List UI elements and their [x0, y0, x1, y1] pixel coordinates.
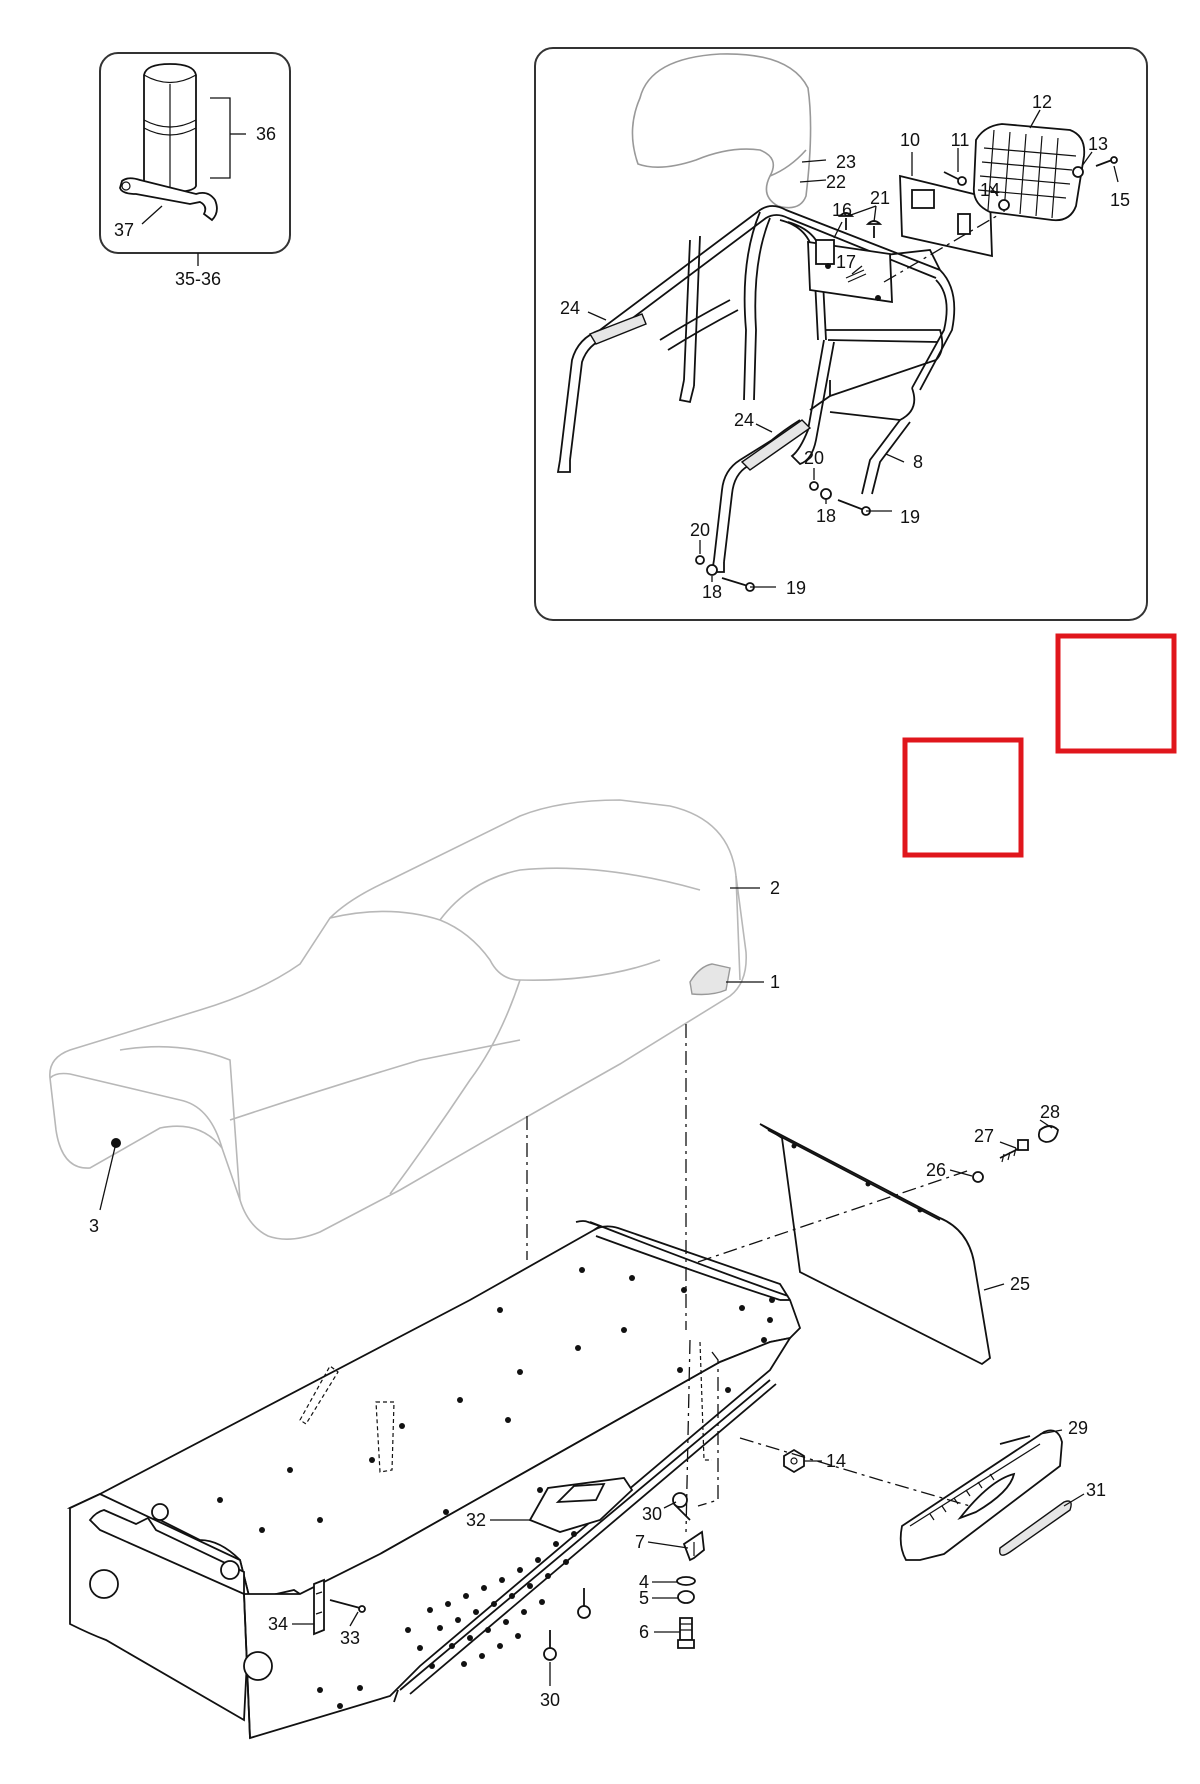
label-19-lower: 19 [786, 578, 806, 598]
label-32: 32 [466, 1510, 486, 1530]
label-34: 34 [268, 1614, 288, 1634]
label-14-rack: 14 [980, 180, 1000, 200]
label-30-lower: 30 [540, 1690, 560, 1710]
part-12-tail-light [972, 123, 1086, 222]
main-seat-assembly: 2 1 3 28 27 26 25 29 14 31 32 30 7 4 5 6… [49, 799, 1106, 1740]
part-11-13-14-15-hardware [943, 156, 1118, 211]
label-19-upper: 19 [900, 507, 920, 527]
label-18-lower: 18 [702, 582, 722, 602]
highlight-box-upper [1055, 633, 1177, 754]
label-27: 27 [974, 1126, 994, 1146]
inset-luggage-rack-frame [534, 47, 1148, 621]
label-23: 23 [836, 152, 856, 172]
label-8: 8 [913, 452, 923, 472]
part-2-seat-cushion [49, 799, 747, 1240]
label-22: 22 [826, 172, 846, 192]
part-34-hinge [313, 1578, 325, 1636]
part-30-screw-upper [672, 1492, 691, 1521]
seat-base-top-holes [217, 1267, 745, 1533]
part-22-23-backrest [631, 53, 812, 209]
label-2: 2 [770, 878, 780, 898]
label-13: 13 [1088, 134, 1108, 154]
label-7: 7 [635, 1532, 645, 1552]
part-5-washer [677, 1590, 695, 1604]
part-25-box-lid [759, 1123, 991, 1366]
part-32-latch [528, 1477, 634, 1533]
part-31-reflector [999, 1500, 1072, 1556]
label-29: 29 [1068, 1418, 1088, 1438]
part-6-bolt [677, 1617, 695, 1649]
label-31: 31 [1086, 1480, 1106, 1500]
inset-luggage-rack: 12 10 11 13 23 22 14 15 21 16 17 24 24 8… [534, 47, 1148, 621]
label-20-lower: 20 [690, 520, 710, 540]
label-36: 36 [256, 124, 276, 144]
part-17-screw [845, 269, 867, 283]
part-16-relay [807, 239, 893, 304]
label-21: 21 [870, 188, 890, 208]
part-18-19-20-fasteners-lower [695, 555, 755, 592]
part-1-patch [689, 963, 731, 996]
part-29-rear-cover [899, 1429, 1063, 1561]
part-10-plate-bracket [899, 174, 993, 258]
label-11: 11 [951, 130, 970, 150]
label-14-main: 14 [826, 1451, 846, 1471]
part-7-bracket [682, 1530, 705, 1562]
seat-base-side-perforations [317, 1297, 775, 1709]
label-10: 10 [900, 130, 920, 150]
part-37-spanner-wrench [119, 177, 218, 222]
label-5: 5 [639, 1588, 649, 1608]
label-20-upper: 20 [804, 448, 824, 468]
label-24-upper: 24 [560, 298, 580, 318]
part-8-rack-frame [556, 205, 956, 573]
highlight-box-lower [902, 737, 1024, 858]
label-18-upper: 18 [816, 506, 836, 526]
label-26: 26 [926, 1160, 946, 1180]
label-1: 1 [770, 972, 780, 992]
label-35-36: 35-36 [175, 269, 221, 289]
label-6: 6 [639, 1622, 649, 1642]
part-4-washer [676, 1576, 696, 1586]
seat-base-tray [66, 1220, 802, 1740]
part-21-bolts [837, 212, 883, 238]
label-3: 3 [89, 1216, 99, 1236]
label-17: 17 [836, 252, 856, 272]
label-12: 12 [1032, 92, 1052, 112]
label-30-upper: 30 [642, 1504, 662, 1524]
label-15: 15 [1110, 190, 1130, 210]
label-16: 16 [832, 200, 852, 220]
label-25: 25 [1010, 1274, 1030, 1294]
label-37: 37 [114, 220, 134, 240]
label-24-lower: 24 [734, 410, 754, 430]
part-36-tool-roll [143, 63, 197, 193]
label-4: 4 [639, 1572, 649, 1592]
inset-tool-kit: 36 37 35-36 [99, 52, 291, 289]
part-30-screws-lower [543, 1588, 591, 1661]
label-33: 33 [340, 1628, 360, 1648]
inset-tool-kit-frame [99, 52, 291, 254]
part-14-nut [783, 1448, 805, 1474]
part-33-pin [329, 1599, 366, 1613]
label-28: 28 [1040, 1102, 1060, 1122]
